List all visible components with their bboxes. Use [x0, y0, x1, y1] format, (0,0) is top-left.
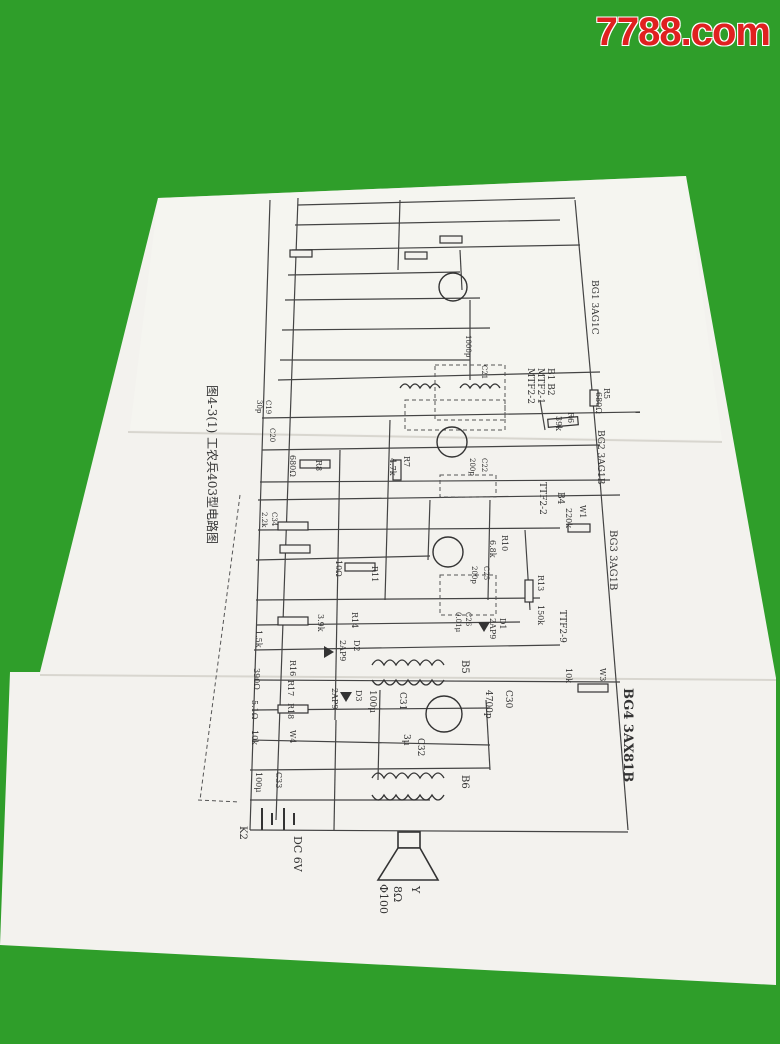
- label-bg4: BG4 3AX81B: [620, 688, 635, 782]
- transistor-bg1: [438, 272, 468, 302]
- label-b5: B5: [459, 660, 470, 674]
- transformers: [371, 383, 501, 801]
- label-0-01u-a: 0.01μ: [454, 612, 462, 633]
- label-r10: R10: [500, 535, 509, 551]
- transistor-bg4: [425, 695, 463, 733]
- label-k2: K2: [237, 826, 248, 840]
- label-4-7k: 4.7k: [388, 458, 397, 476]
- label-bg3: BG3 3AG1B: [607, 530, 618, 590]
- label-100u-a: 100μ: [367, 690, 377, 713]
- label-d1-2ap9: 2AP9: [488, 618, 497, 639]
- paper-top-half: [130, 176, 722, 440]
- label-w1: W1: [578, 505, 587, 518]
- label-4700p: 4700p: [483, 690, 493, 719]
- schematic-title: 图4-3(1) 工农兵403型电路图: [205, 385, 220, 544]
- label-battery: DC 6V: [291, 836, 304, 873]
- fold-line-2: [39, 674, 777, 681]
- label-390ohm: 390Ω: [252, 668, 261, 690]
- label-r14: R14: [350, 612, 359, 628]
- label-r8: R8: [314, 460, 323, 471]
- label-r11: R11: [370, 566, 379, 582]
- label-5-1ohm: 5.1Ω: [250, 700, 259, 720]
- label-c26: C26: [464, 612, 472, 627]
- label-r5: R5: [602, 388, 611, 399]
- label-680a: 680Ω: [594, 392, 603, 414]
- label-1000p-a: 1000p: [464, 335, 472, 358]
- watermark-logo: 7788.com: [595, 10, 771, 54]
- diodes: [324, 622, 490, 702]
- label-200p-b: 200p: [470, 566, 478, 584]
- label-30p: 30p: [255, 400, 263, 414]
- diode-d2: [324, 646, 334, 658]
- label-d2: D2: [352, 640, 361, 652]
- label-w4-10k: 10k: [250, 730, 259, 745]
- label-b4a: B4: [555, 492, 565, 505]
- label-c32: C32: [415, 738, 425, 756]
- label-3-9k: 3.9k: [316, 614, 325, 632]
- label-w3-10k: 10k: [564, 668, 573, 683]
- label-ttf29: TTF2-9: [557, 610, 567, 643]
- label-100u-b: 100μ: [254, 772, 263, 792]
- transistor-bg3: [432, 536, 464, 568]
- label-d1: D1: [498, 618, 507, 630]
- label-bg2: BG2 3AG1B: [595, 430, 605, 485]
- label-d3-2ap9: 2AP9: [330, 688, 339, 709]
- label-r16: R16: [288, 660, 297, 676]
- label-w4: W4: [288, 730, 297, 743]
- label-mtf21: MTF2-1: [535, 368, 545, 404]
- transformer-b5-top: [371, 659, 445, 667]
- label-c30: C30: [503, 690, 513, 709]
- label-3u: 3μ: [401, 734, 411, 746]
- label-ttf22: TTF2-2: [537, 482, 547, 515]
- label-c33: C33: [274, 772, 283, 788]
- label-r7: R7: [402, 456, 411, 467]
- label-6-8k: 6.8k: [488, 540, 497, 558]
- diode-d1: [478, 622, 490, 632]
- label-39k: 39k: [554, 416, 563, 431]
- label-d2-2ap9: 2AP9: [338, 640, 347, 661]
- label-2-2k: 2.2k: [260, 512, 268, 528]
- label-680b: 680Ω: [288, 455, 297, 477]
- label-d3: D3: [354, 690, 363, 702]
- label-c21: C21: [480, 365, 488, 379]
- label-speaker-size: Φ100: [377, 884, 390, 914]
- label-c20: C20: [268, 428, 276, 442]
- label-speaker-impedance: 8Ω: [391, 886, 404, 902]
- shield-boxes: [197, 364, 506, 803]
- label-r18: R18: [286, 703, 295, 719]
- diode-d3: [340, 692, 352, 702]
- label-220k: 220k: [564, 508, 573, 528]
- speaker: [376, 831, 440, 881]
- transistors: [425, 272, 468, 733]
- label-c25: C25: [482, 566, 490, 580]
- label-200p-a: 200p: [468, 458, 476, 476]
- label-r13: R13: [536, 575, 545, 591]
- label-1-5k: 1.5k: [254, 630, 263, 648]
- transistor-bg2: [436, 426, 468, 458]
- resistors: [277, 235, 609, 714]
- label-10ohm: 10Ω: [334, 560, 343, 577]
- fold-line-1: [127, 431, 723, 443]
- label-c19: C19: [264, 400, 272, 414]
- label-speaker: Y: [409, 885, 422, 894]
- label-mtf22: MTF2-2: [525, 368, 535, 404]
- label-r17: R17: [286, 680, 295, 696]
- label-c22: C22: [480, 458, 488, 472]
- battery: [261, 808, 295, 830]
- label-c31: C31: [397, 692, 407, 710]
- transformer-b6-top: [371, 772, 445, 780]
- label-c34: C34: [270, 512, 278, 527]
- label-r6: R6: [566, 412, 575, 423]
- label-bg1: BG1 3AG1C: [589, 280, 599, 335]
- label-b6: B6: [459, 775, 470, 789]
- label-w3: W3: [598, 668, 607, 681]
- label-b1b2: B1 B2: [545, 368, 555, 396]
- label-150k: 150k: [536, 605, 545, 625]
